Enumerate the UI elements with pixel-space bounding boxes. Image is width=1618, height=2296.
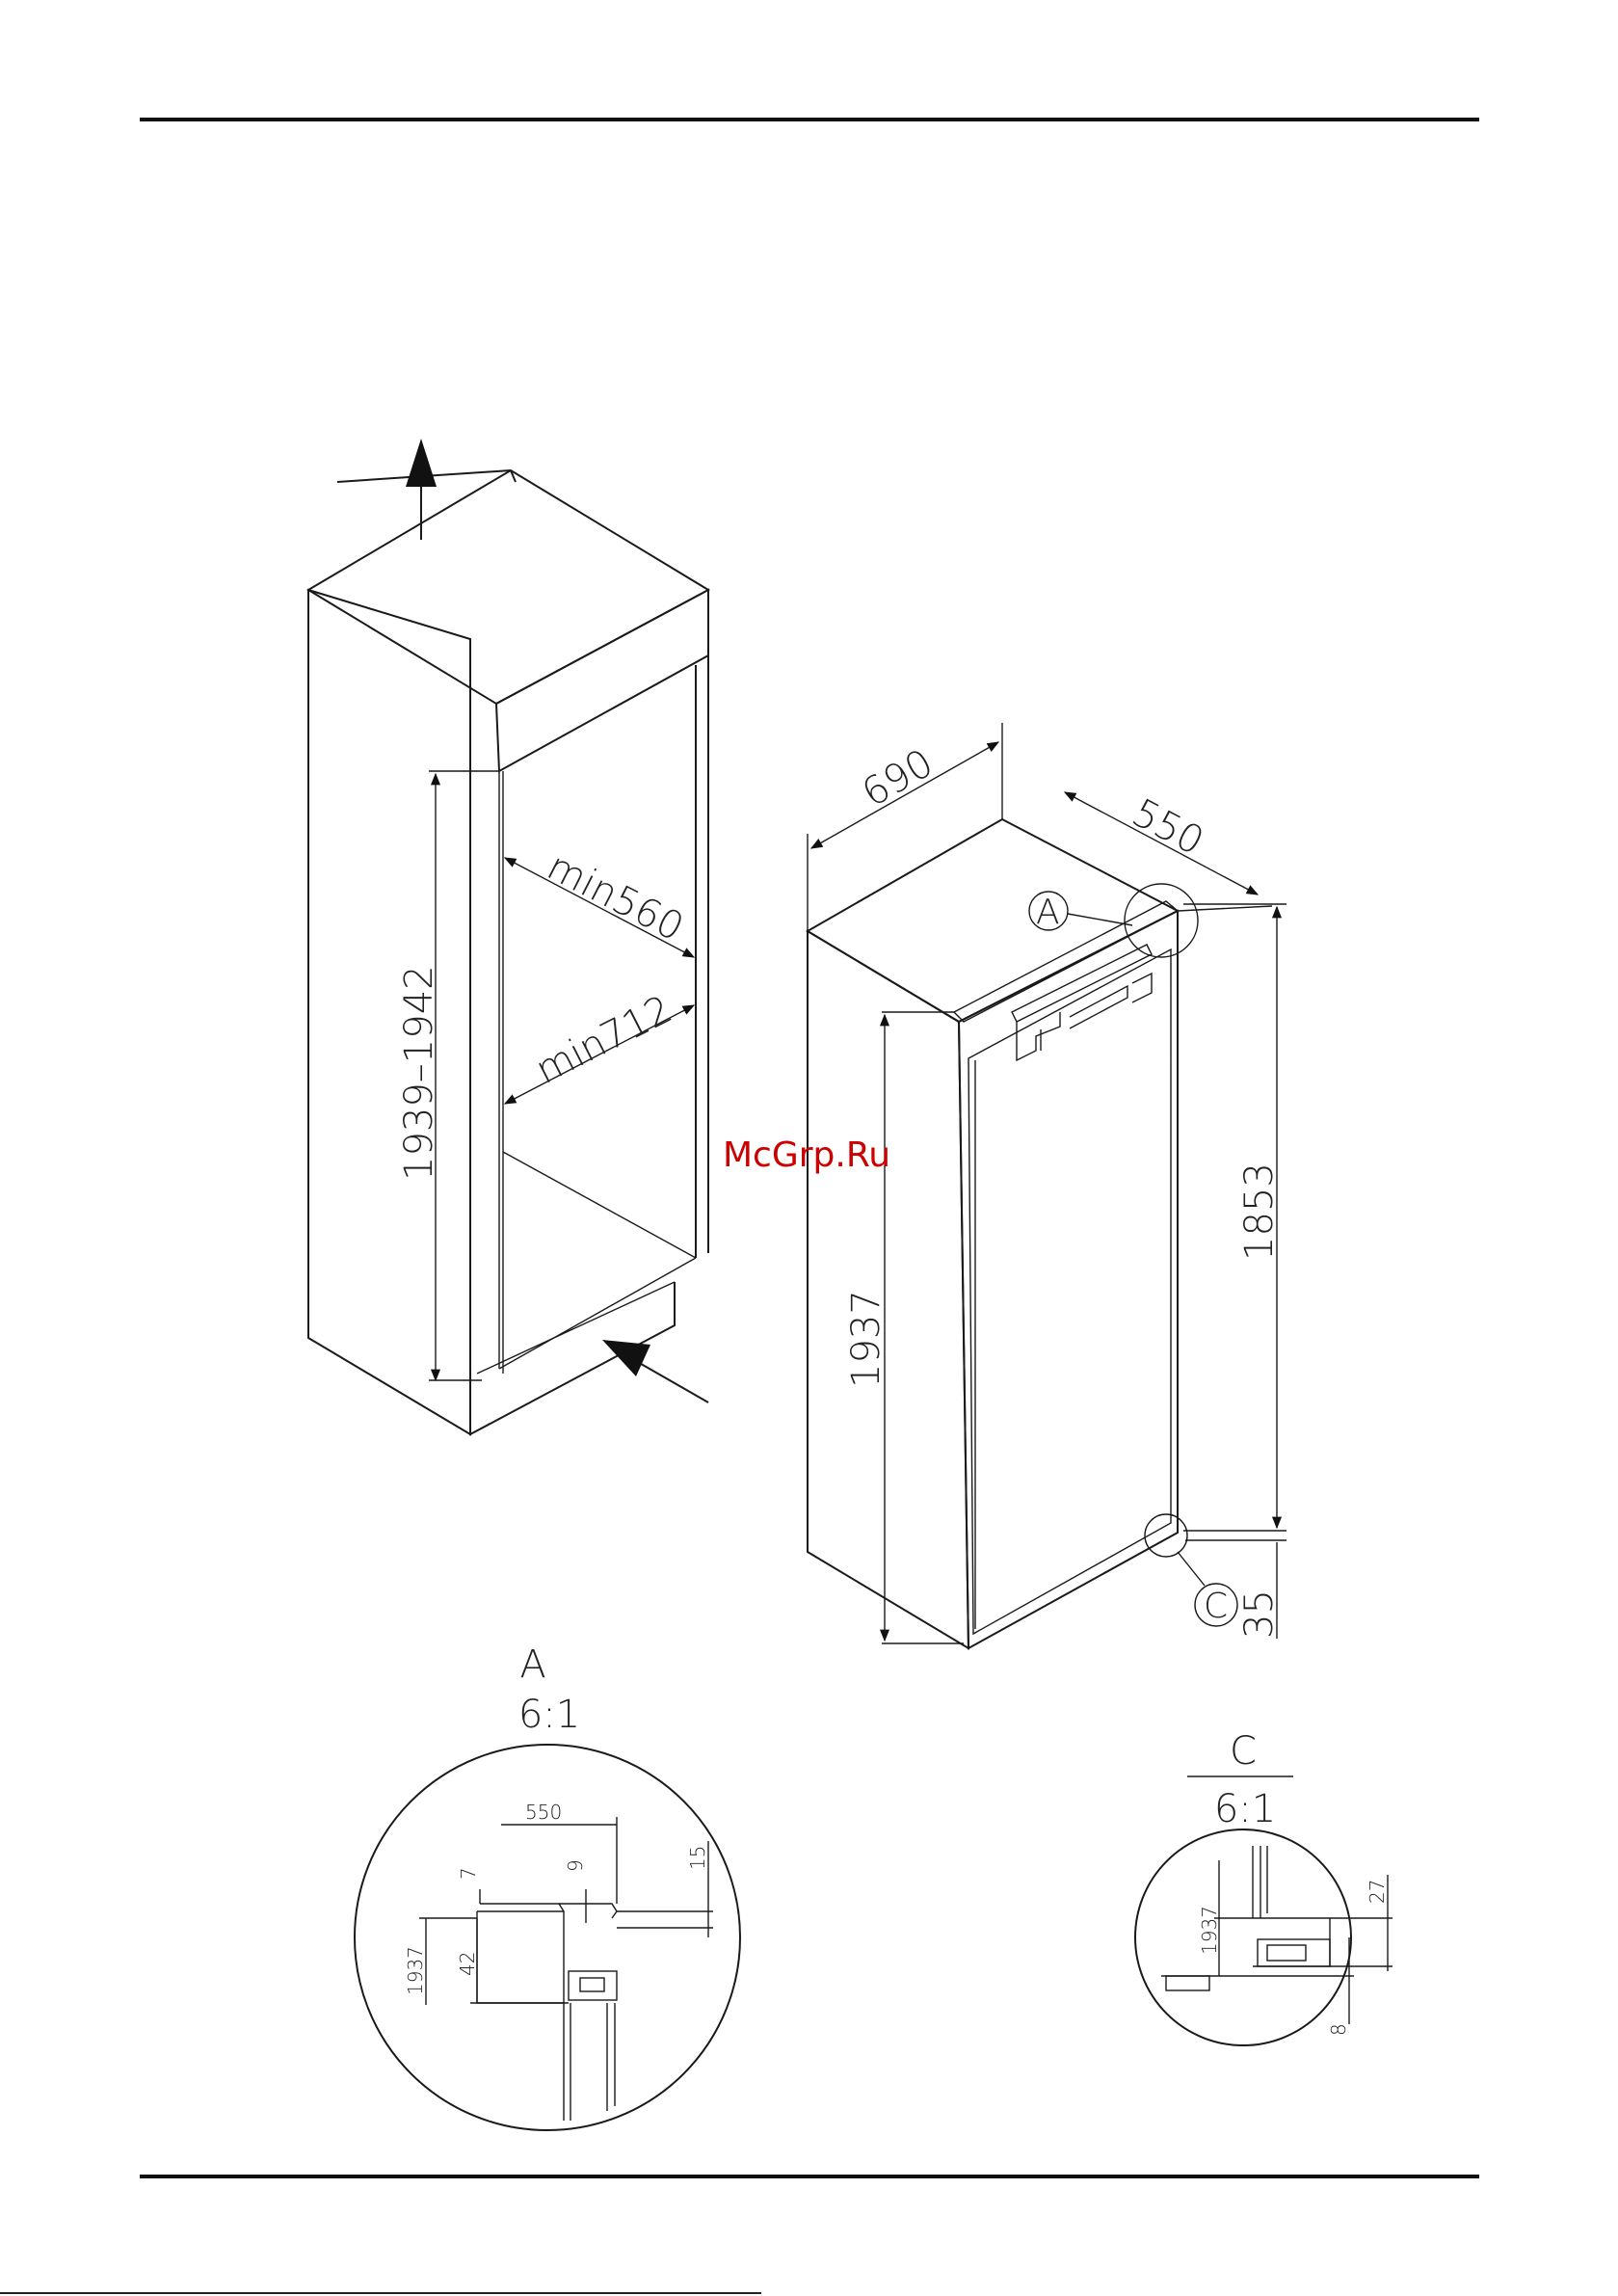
detail-a-dim-7: 7: [457, 1867, 480, 1880]
niche-min-width-label: min560: [540, 844, 690, 950]
appliance-width-label: 690: [855, 741, 941, 816]
detail-a-width-label: 550: [525, 1801, 562, 1824]
detail-c-scale: 6:1: [1214, 1787, 1276, 1831]
detail-c-height-label: 1937: [1198, 1906, 1221, 1955]
niche-height-label: 1939–1942: [397, 965, 441, 1181]
niche-depth-dimension: min712: [505, 987, 694, 1104]
appliance-height-label: 1937: [844, 1290, 889, 1388]
appliance-height-dimension: 1937: [844, 1012, 964, 1643]
appliance-depth-label: 550: [1125, 790, 1210, 864]
detail-c-label: C: [1230, 1729, 1257, 1774]
cabinet-niche: [308, 470, 708, 1434]
niche-min-height-label: min712: [529, 987, 679, 1093]
callout-a-label: A: [1036, 893, 1060, 932]
detail-a-label: A: [519, 1642, 545, 1687]
bottom-offset-dimension: 35: [1185, 1540, 1286, 1639]
detail-c-dim-8: 8: [1327, 2023, 1350, 2036]
niche-width-dimension: min560: [505, 844, 694, 957]
watermark: McGrp.Ru: [723, 1135, 890, 1175]
door-height-dimension: 1853: [1183, 904, 1286, 1531]
bottom-offset-label: 35: [1237, 1589, 1282, 1639]
detail-a-dim-9: 9: [564, 1859, 587, 1872]
detail-a-dim-15: 15: [686, 1846, 709, 1870]
callout-c-label: C: [1204, 1587, 1228, 1626]
appliance-depth-dimension: 550: [1065, 790, 1272, 911]
callout-a: A: [1029, 884, 1198, 957]
ventilation-up-arrow: [406, 439, 437, 540]
ventilation-in-arrow: [602, 1340, 708, 1402]
detail-c: C 6:1 1937 27 8: [1135, 1729, 1393, 2045]
appliance-body: [808, 819, 1178, 1648]
detail-a-height-label: 1937: [404, 1946, 427, 1995]
door-height-label: 1853: [1237, 1162, 1282, 1261]
detail-a: A 6:1 550 7 9 15 1937 42: [355, 1642, 740, 2130]
niche-height-dimension: 1939–1942: [397, 771, 499, 1380]
detail-a-scale: 6:1: [518, 1693, 580, 1737]
detail-c-dim-27: 27: [1366, 1880, 1389, 1904]
appliance-width-dimension: 690: [808, 723, 1002, 930]
detail-a-dim-42: 42: [456, 1952, 479, 1976]
